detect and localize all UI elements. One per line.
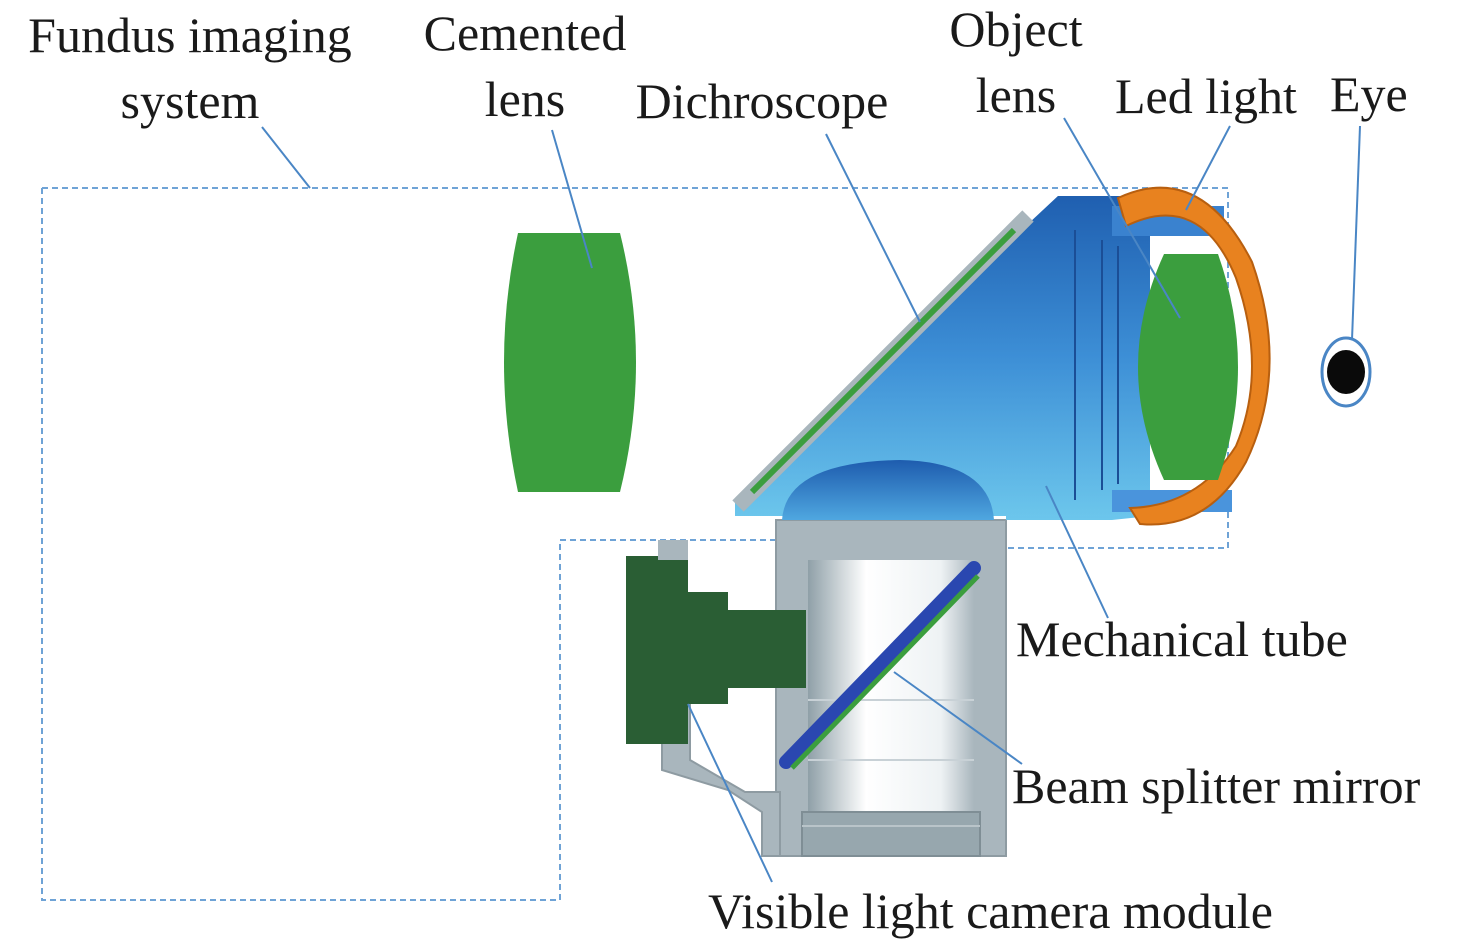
label-mechanical-tube: Mechanical tube bbox=[1016, 611, 1348, 667]
label-beam-splitter: Beam splitter mirror bbox=[1012, 758, 1421, 814]
label-fundus-line2: system bbox=[121, 73, 260, 129]
leader-cemented bbox=[551, 129, 593, 269]
object-lens bbox=[1138, 254, 1238, 480]
eye-icon bbox=[1320, 336, 1372, 408]
label-dichroscope: Dichroscope bbox=[636, 73, 889, 129]
cemented-lens bbox=[504, 233, 636, 492]
label-camera-module: Visible light camera module bbox=[708, 883, 1273, 939]
leader-fundus bbox=[261, 126, 311, 189]
label-cemented-line1: Cemented bbox=[424, 5, 627, 61]
visible-light-camera bbox=[626, 556, 806, 744]
leader-dichroscope bbox=[825, 133, 921, 323]
beam-splitter-mirror bbox=[779, 561, 981, 770]
leader-beam-splitter bbox=[893, 671, 1023, 765]
label-object-line1: Object bbox=[949, 1, 1082, 57]
leader-eye bbox=[1351, 125, 1361, 341]
camera-clip bbox=[658, 540, 688, 560]
label-eye: Eye bbox=[1330, 66, 1408, 122]
label-fundus-line1: Fundus imaging bbox=[28, 7, 352, 63]
beam-splitter-housing bbox=[775, 519, 1007, 857]
label-object-line2: lens bbox=[976, 67, 1057, 123]
leader-led-light bbox=[1185, 125, 1231, 211]
leader-camera-module bbox=[687, 703, 773, 883]
dichroscope-filter bbox=[732, 210, 1034, 512]
leader-mechanical-tube bbox=[1045, 485, 1109, 619]
leader-lines bbox=[261, 117, 1361, 883]
label-led-light: Led light bbox=[1115, 68, 1297, 124]
led-light-ring bbox=[1116, 186, 1271, 526]
leader-object-lens bbox=[1063, 117, 1181, 319]
label-cemented-line2: lens bbox=[485, 71, 566, 127]
mechanical-tube bbox=[735, 196, 1232, 520]
